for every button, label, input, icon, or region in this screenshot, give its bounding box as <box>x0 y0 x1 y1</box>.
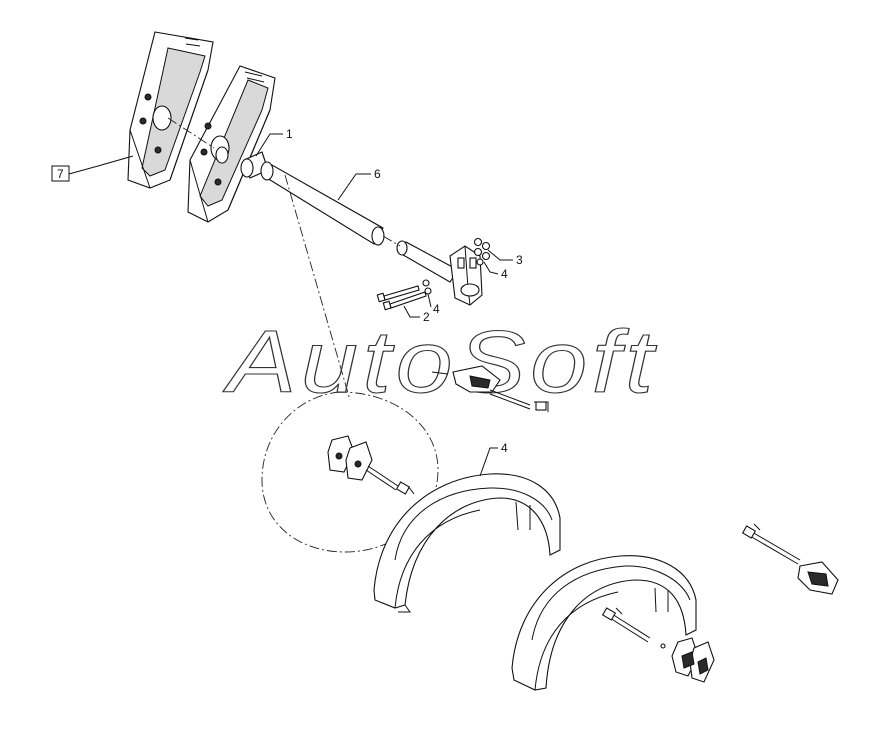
callout-3: 3 <box>516 253 523 267</box>
bolts-part-2 <box>376 279 432 311</box>
clamp-bracket <box>449 245 483 306</box>
callout-4-clamp: 4 <box>501 267 508 281</box>
callout-6: 6 <box>374 167 381 181</box>
axle-assembly-detail <box>327 435 415 495</box>
mudguard-center <box>373 473 561 613</box>
tube-segment <box>396 240 459 283</box>
bracket-link-line <box>167 117 215 149</box>
callout-1: 1 <box>286 127 293 141</box>
tube-part-6 <box>260 161 385 246</box>
axle-assembly-upper <box>431 365 549 412</box>
mudguard-bracket-b <box>187 65 276 223</box>
mudguard-bracket-a <box>127 31 214 189</box>
watermark: AutoSoft <box>222 312 658 411</box>
nuts-washers <box>473 237 491 266</box>
callout-4-bolts: 4 <box>433 302 440 316</box>
detail-circle <box>261 391 439 553</box>
axle-assembly-lower <box>601 607 715 683</box>
callouts: 7 1 6 3 4 2 4 4 <box>51 127 523 477</box>
callout-7: 7 <box>57 167 64 181</box>
callout-4-mudguard: 4 <box>501 441 508 455</box>
mudguard-right <box>511 555 697 691</box>
tube-axis-line <box>382 235 401 247</box>
axle-assembly-far-right <box>741 523 839 595</box>
detail-lead-line <box>284 174 351 401</box>
callout-2: 2 <box>423 310 430 324</box>
